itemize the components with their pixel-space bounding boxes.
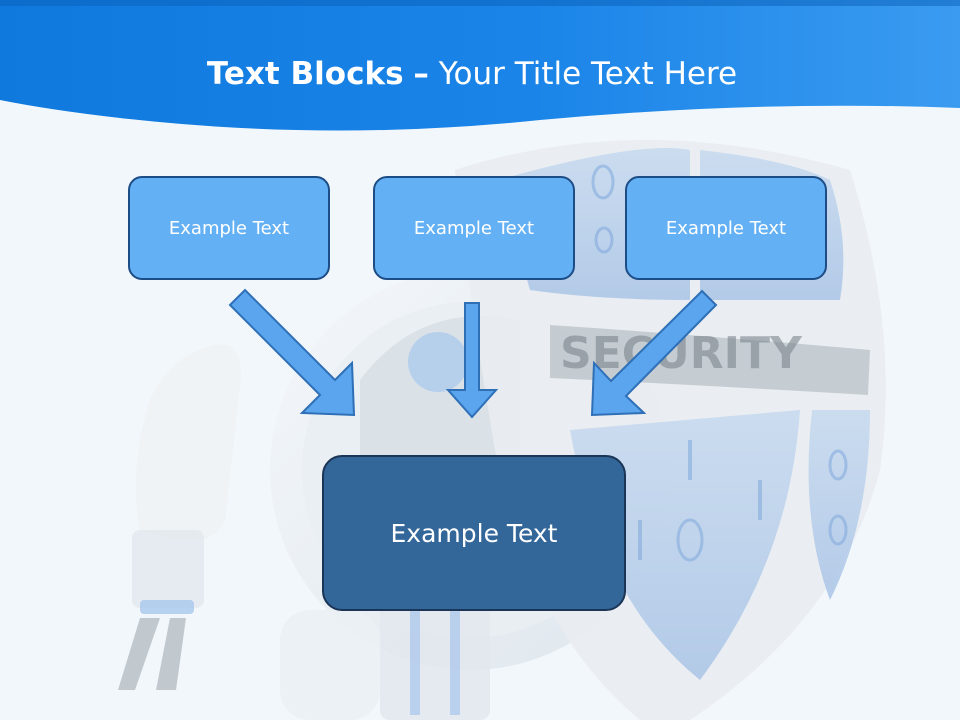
title-rest: Your Title Text Here (438, 56, 738, 92)
text-block-label: Example Text (390, 518, 558, 548)
title-bold: Text Blocks (206, 56, 404, 92)
text-block-top-2: Example Text (373, 176, 575, 280)
title-dash: – (413, 56, 429, 92)
text-block-label: Example Text (168, 217, 290, 239)
text-block-top-1: Example Text (128, 176, 330, 280)
text-block-label: Example Text (665, 217, 787, 239)
text-block-label: Example Text (413, 217, 535, 239)
security-watermark-text: SECURITY (560, 328, 803, 379)
text-block-top-3: Example Text (625, 176, 827, 280)
header-wave (0, 0, 960, 131)
slide-title: Text Blocks – Your Title Text Here (0, 52, 944, 96)
text-block-bottom: Example Text (322, 455, 626, 611)
